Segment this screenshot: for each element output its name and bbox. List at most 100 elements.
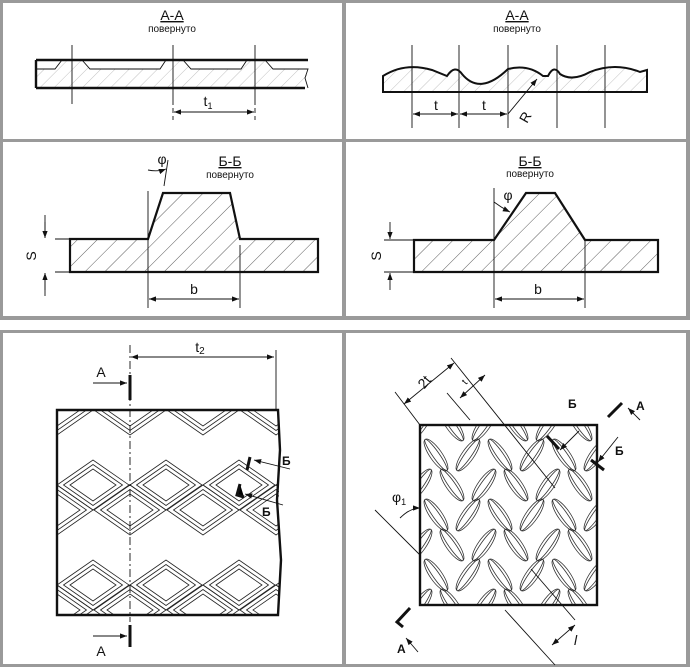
cut-label-a: А bbox=[96, 643, 106, 659]
lentil-rib bbox=[440, 425, 464, 442]
lentil-rib bbox=[568, 588, 592, 605]
width-b: b bbox=[534, 281, 542, 297]
angle-phi1: φ1 bbox=[392, 489, 406, 507]
section-b-b-rhombic: Б-Б повернуто φ S b bbox=[23, 151, 320, 308]
lentil-rib bbox=[536, 588, 560, 605]
lentil-rib bbox=[420, 588, 432, 605]
lentil-rib bbox=[520, 558, 544, 592]
lentil-plate-plan: 2t t l φ1 А А Б Б bbox=[374, 357, 645, 666]
rhombus-rib bbox=[179, 410, 227, 427]
rhombus-rib bbox=[106, 410, 154, 427]
lentil-rib bbox=[440, 588, 464, 605]
rhombus-rib bbox=[69, 568, 117, 602]
rhombus-rib bbox=[172, 410, 234, 431]
lentil-rib bbox=[420, 468, 432, 502]
cut-label-a: А bbox=[636, 399, 645, 413]
lentil-rib bbox=[420, 425, 432, 442]
rhombus-rib bbox=[166, 484, 240, 536]
rhombus-rib bbox=[57, 484, 94, 536]
lentil-rib bbox=[504, 425, 528, 442]
cut-label-b: Б bbox=[568, 397, 577, 411]
rhombus-rib bbox=[142, 468, 190, 502]
width-b: b bbox=[190, 281, 198, 297]
rhombus-rib bbox=[179, 493, 227, 527]
rhombus-rib bbox=[93, 410, 167, 436]
rhombus-rib bbox=[166, 410, 240, 436]
rhombus-rib bbox=[215, 568, 263, 602]
section-title: Б-Б bbox=[518, 153, 541, 169]
rhombus-rib bbox=[245, 589, 279, 615]
section-a-a-lentil: А-А повернуто t t R bbox=[382, 7, 648, 128]
lentil-rib bbox=[420, 528, 432, 562]
rhombus-rib bbox=[62, 564, 124, 606]
rhombus-rib bbox=[166, 584, 240, 615]
rhombus-rib bbox=[208, 464, 270, 506]
dimension-t: t bbox=[482, 97, 486, 113]
lentil-rib bbox=[520, 438, 544, 472]
section-note: повернуто bbox=[148, 24, 196, 35]
rhombus-rib bbox=[172, 489, 234, 531]
lentil-rib bbox=[584, 498, 597, 532]
rhombus-rib bbox=[62, 464, 124, 506]
rhombus-rib bbox=[239, 484, 279, 536]
rhombus-rib bbox=[57, 584, 94, 615]
thickness-s: S bbox=[368, 251, 384, 260]
rhombus-rib bbox=[57, 493, 81, 527]
lentil-rib bbox=[456, 558, 480, 592]
rhombus-rib bbox=[99, 410, 161, 431]
rhombus-rib bbox=[57, 489, 88, 531]
lentil-rib bbox=[568, 425, 592, 442]
lentil-rib bbox=[568, 468, 592, 502]
rhombus-rib bbox=[252, 410, 279, 427]
angle-phi: φ bbox=[157, 151, 166, 167]
rhombus-rib bbox=[135, 464, 197, 506]
lentil-rib bbox=[520, 498, 544, 532]
cut-label-a: А bbox=[397, 642, 406, 656]
rhombus-rib bbox=[106, 593, 154, 615]
rhombus-rib bbox=[208, 564, 270, 606]
rhombic-plate-plan: t2 А А Б Б bbox=[55, 339, 291, 659]
dimension-t: t bbox=[434, 97, 438, 113]
dimension-t: t bbox=[460, 378, 470, 387]
rhombus-rib bbox=[57, 593, 81, 615]
lentil-rib bbox=[568, 528, 592, 562]
rhombus-rib bbox=[106, 493, 154, 527]
rhombus-rib bbox=[69, 468, 117, 502]
rhombus-rib bbox=[215, 468, 263, 502]
rhombus-rib bbox=[252, 493, 279, 527]
lentil-rib bbox=[584, 438, 597, 472]
lentil-rib bbox=[472, 588, 496, 605]
rhombus-rib bbox=[93, 484, 167, 536]
section-title: Б-Б bbox=[218, 153, 241, 169]
rhombus-rib bbox=[239, 584, 279, 615]
cut-label-b: Б bbox=[282, 454, 291, 468]
rhombus-rib bbox=[245, 410, 279, 431]
dimension-l: l bbox=[574, 632, 578, 648]
lentil-rib bbox=[420, 425, 433, 442]
lentil-rib bbox=[440, 528, 464, 562]
rhombus-rib bbox=[135, 564, 197, 606]
lentil-rib bbox=[504, 528, 528, 562]
dimension-t1: t1 bbox=[204, 93, 213, 111]
section-title: А-А bbox=[160, 7, 184, 23]
rhombus-rib bbox=[57, 589, 88, 615]
lentil-rib bbox=[504, 588, 528, 605]
section-title: А-А bbox=[505, 7, 529, 23]
section-a-a-rhombic: А-А повернуто t1 bbox=[34, 7, 309, 120]
cut-label-b: Б bbox=[615, 444, 624, 458]
section-b-b-lentil: Б-Б повернуто φ S b bbox=[368, 153, 660, 308]
rhombus-rib bbox=[142, 568, 190, 602]
thickness-s: S bbox=[23, 251, 39, 260]
rhombus-rib bbox=[93, 584, 167, 615]
rhombus-rib bbox=[99, 589, 161, 615]
rhombus-rib bbox=[179, 593, 227, 615]
lentil-rib bbox=[456, 438, 480, 472]
lentil-rib bbox=[440, 468, 464, 502]
dimension-t2: t2 bbox=[195, 339, 205, 357]
section-note: повернуто bbox=[506, 169, 554, 180]
rhombus-rib bbox=[99, 489, 161, 531]
lentil-rib bbox=[584, 558, 597, 592]
rhombus-rib bbox=[239, 410, 279, 436]
rhombus-rib bbox=[172, 589, 234, 615]
